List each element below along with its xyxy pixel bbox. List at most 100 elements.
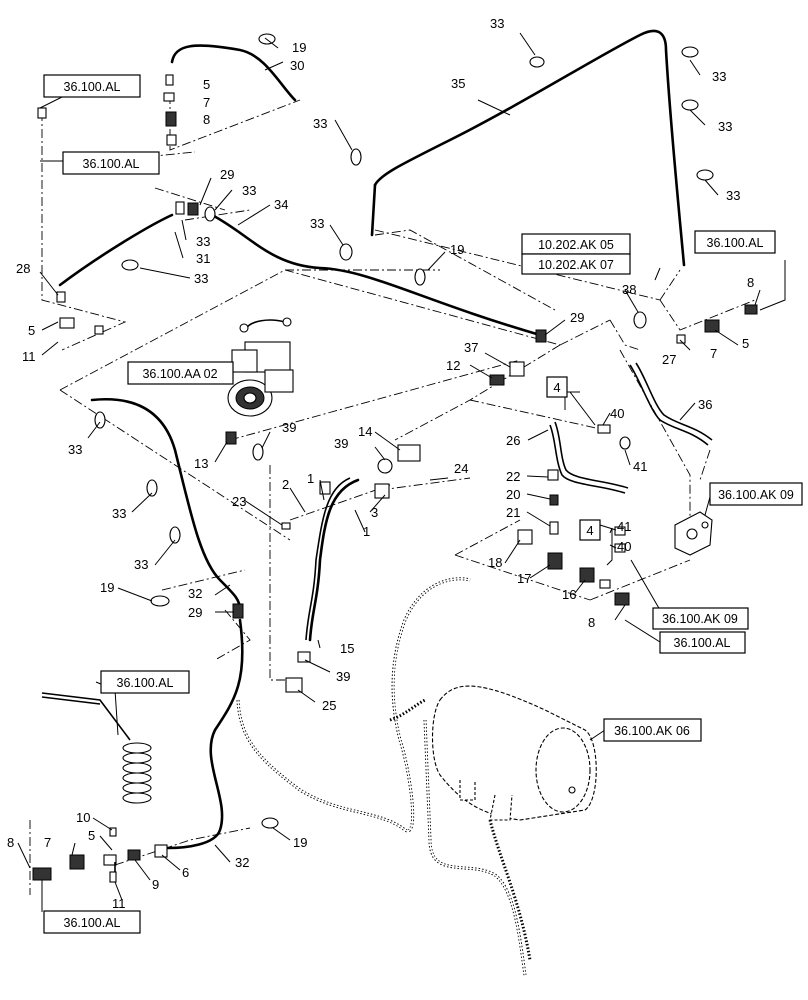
callout: 16 xyxy=(562,587,576,602)
callout: 8 xyxy=(7,835,14,850)
callout: 33 xyxy=(68,442,82,457)
callout: 8 xyxy=(747,275,754,290)
callout: 3 xyxy=(371,505,378,520)
compressor xyxy=(227,317,294,417)
leader-lines xyxy=(17,32,786,912)
callout: 15 xyxy=(340,641,354,656)
fittings xyxy=(32,74,758,883)
callout: 1 xyxy=(363,524,370,539)
callout: 7 xyxy=(44,835,51,850)
callout: 32 xyxy=(235,855,249,870)
callout: 17 xyxy=(517,571,531,586)
callout: 39 xyxy=(282,420,296,435)
callout: 41 xyxy=(617,519,631,534)
callout: 14 xyxy=(358,424,372,439)
svg-text:36.100.AL: 36.100.AL xyxy=(707,236,764,250)
ref-box-10-202-ak-07[interactable]: 10.202.AK 07 xyxy=(521,253,631,275)
boxed-number-4-top: 4 xyxy=(546,376,568,398)
ref-box-36-100-al-right[interactable]: 36.100.AL xyxy=(694,230,776,254)
callout: 9 xyxy=(152,877,159,892)
svg-text:10.202.AK 07: 10.202.AK 07 xyxy=(538,258,614,272)
phantom-lines xyxy=(236,577,532,976)
ref-box-36-100-al-coil[interactable]: 36.100.AL xyxy=(100,670,190,694)
callout: 24 xyxy=(454,461,468,476)
callout: 33 xyxy=(310,216,324,231)
callout: 39 xyxy=(336,669,350,684)
hose-32-lower xyxy=(166,618,244,850)
callout: 5 xyxy=(742,336,749,351)
hoses xyxy=(58,29,713,850)
callout: 41 xyxy=(633,459,647,474)
ref-box-36-100-ak-06[interactable]: 36.100.AK 06 xyxy=(603,718,702,742)
callout: 30 xyxy=(290,58,304,73)
air-tank xyxy=(431,685,597,821)
hose-31 xyxy=(58,213,174,287)
tube-15 xyxy=(308,478,360,642)
callout: 19 xyxy=(100,580,114,595)
ref-box-36-100-al-lower[interactable]: 36.100.AL xyxy=(659,631,746,654)
ref-box-36-100-aa-02[interactable]: 36.100.AA 02 xyxy=(127,361,234,385)
svg-text:10.202.AK 05: 10.202.AK 05 xyxy=(538,238,614,252)
callout: 22 xyxy=(506,469,520,484)
coil-hose xyxy=(41,692,152,804)
hose-32-upper xyxy=(90,397,242,612)
callout: 11 xyxy=(22,349,36,364)
callout: 5 xyxy=(203,77,210,92)
callout: 12 xyxy=(446,358,460,373)
callout: 29 xyxy=(188,605,202,620)
svg-text:4: 4 xyxy=(553,380,560,395)
callout: 32 xyxy=(188,586,202,601)
callout: 28 xyxy=(16,261,30,276)
ref-box-36-100-al-top-left[interactable]: 36.100.AL xyxy=(43,74,141,98)
tube-26 xyxy=(549,424,626,494)
callout: 26 xyxy=(506,433,520,448)
callout: 8 xyxy=(588,615,595,630)
callout: 5 xyxy=(28,323,35,338)
callout: 33 xyxy=(112,506,126,521)
svg-text:36.100.AA 02: 36.100.AA 02 xyxy=(142,367,217,381)
callout: 13 xyxy=(194,456,208,471)
callout: 6 xyxy=(182,865,189,880)
svg-text:36.100.AK 09: 36.100.AK 09 xyxy=(718,488,794,502)
callout: 40 xyxy=(610,406,624,421)
svg-text:36.100.AL: 36.100.AL xyxy=(674,636,731,650)
clamps xyxy=(94,33,714,829)
callout: 8 xyxy=(203,112,210,127)
callout: 7 xyxy=(710,346,717,361)
callout: 33 xyxy=(726,188,740,203)
svg-text:36.100.AK 09: 36.100.AK 09 xyxy=(662,612,738,626)
ref-box-36-100-al-bottom[interactable]: 36.100.AL xyxy=(43,910,141,934)
svg-text:36.100.AL: 36.100.AL xyxy=(64,80,121,94)
callout: 1 xyxy=(307,471,314,486)
ref-box-36-100-ak-09-lower[interactable]: 36.100.AK 09 xyxy=(652,607,749,630)
svg-text:36.100.AK 06: 36.100.AK 06 xyxy=(614,724,690,738)
callout: 29 xyxy=(220,167,234,182)
ref-box-36-100-al-mid-left[interactable]: 36.100.AL xyxy=(62,151,160,175)
callout: 18 xyxy=(488,555,502,570)
assembly-lines xyxy=(29,95,756,895)
svg-text:4: 4 xyxy=(586,523,593,538)
svg-text:36.100.AL: 36.100.AL xyxy=(64,916,121,930)
tube-36 xyxy=(629,364,709,446)
callout: 33 xyxy=(712,69,726,84)
callout: 19 xyxy=(292,40,306,55)
callout: 7 xyxy=(203,95,210,110)
callout-numbers: 19 30 5 7 8 29 33 34 33 33 31 33 28 5 11… xyxy=(7,16,754,911)
callout: 33 xyxy=(196,234,210,249)
callout: 19 xyxy=(293,835,307,850)
callout: 33 xyxy=(490,16,504,31)
ref-box-10-202-ak-05[interactable]: 10.202.AK 05 xyxy=(521,233,631,255)
callout: 33 xyxy=(194,271,208,286)
ref-box-36-100-ak-09-right[interactable]: 36.100.AK 09 xyxy=(709,482,803,506)
callout: 33 xyxy=(134,557,148,572)
svg-text:36.100.AL: 36.100.AL xyxy=(117,676,174,690)
callout: 33 xyxy=(313,116,327,131)
callout: 33 xyxy=(718,119,732,134)
callout: 25 xyxy=(322,698,336,713)
callout: 36 xyxy=(698,397,712,412)
hose-30 xyxy=(170,44,297,102)
svg-text:36.100.AL: 36.100.AL xyxy=(83,157,140,171)
callout: 33 xyxy=(242,183,256,198)
callout: 37 xyxy=(464,340,478,355)
